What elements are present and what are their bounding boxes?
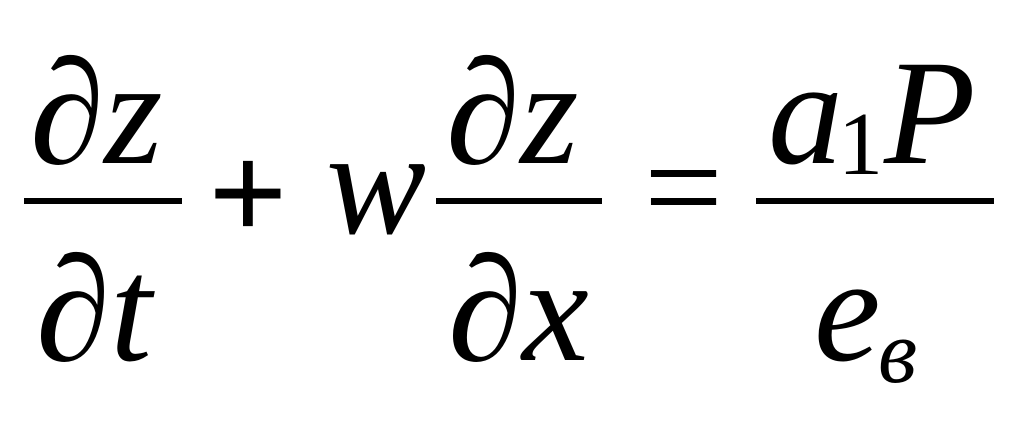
rhs-numerator-p: P: [884, 30, 976, 196]
equals-sign: =: [644, 110, 723, 265]
fraction-2-numerator: ∂z: [446, 30, 579, 196]
rhs-denominator-e: e: [814, 227, 881, 393]
rhs-denominator-subscript: в: [878, 303, 918, 402]
fraction-1-bar: [24, 198, 182, 204]
fraction-2-denominator: ∂x: [448, 227, 589, 393]
coefficient-w: w: [326, 100, 427, 266]
fraction-2-bar: [436, 198, 602, 204]
rhs-numerator-a: a: [768, 30, 843, 196]
fraction-1-denominator: ∂t: [36, 227, 152, 393]
rhs-fraction-bar: [756, 198, 994, 204]
fraction-1-numerator: ∂z: [30, 30, 163, 196]
rhs-numerator-subscript: 1: [838, 95, 883, 194]
plus-sign: +: [208, 116, 288, 271]
